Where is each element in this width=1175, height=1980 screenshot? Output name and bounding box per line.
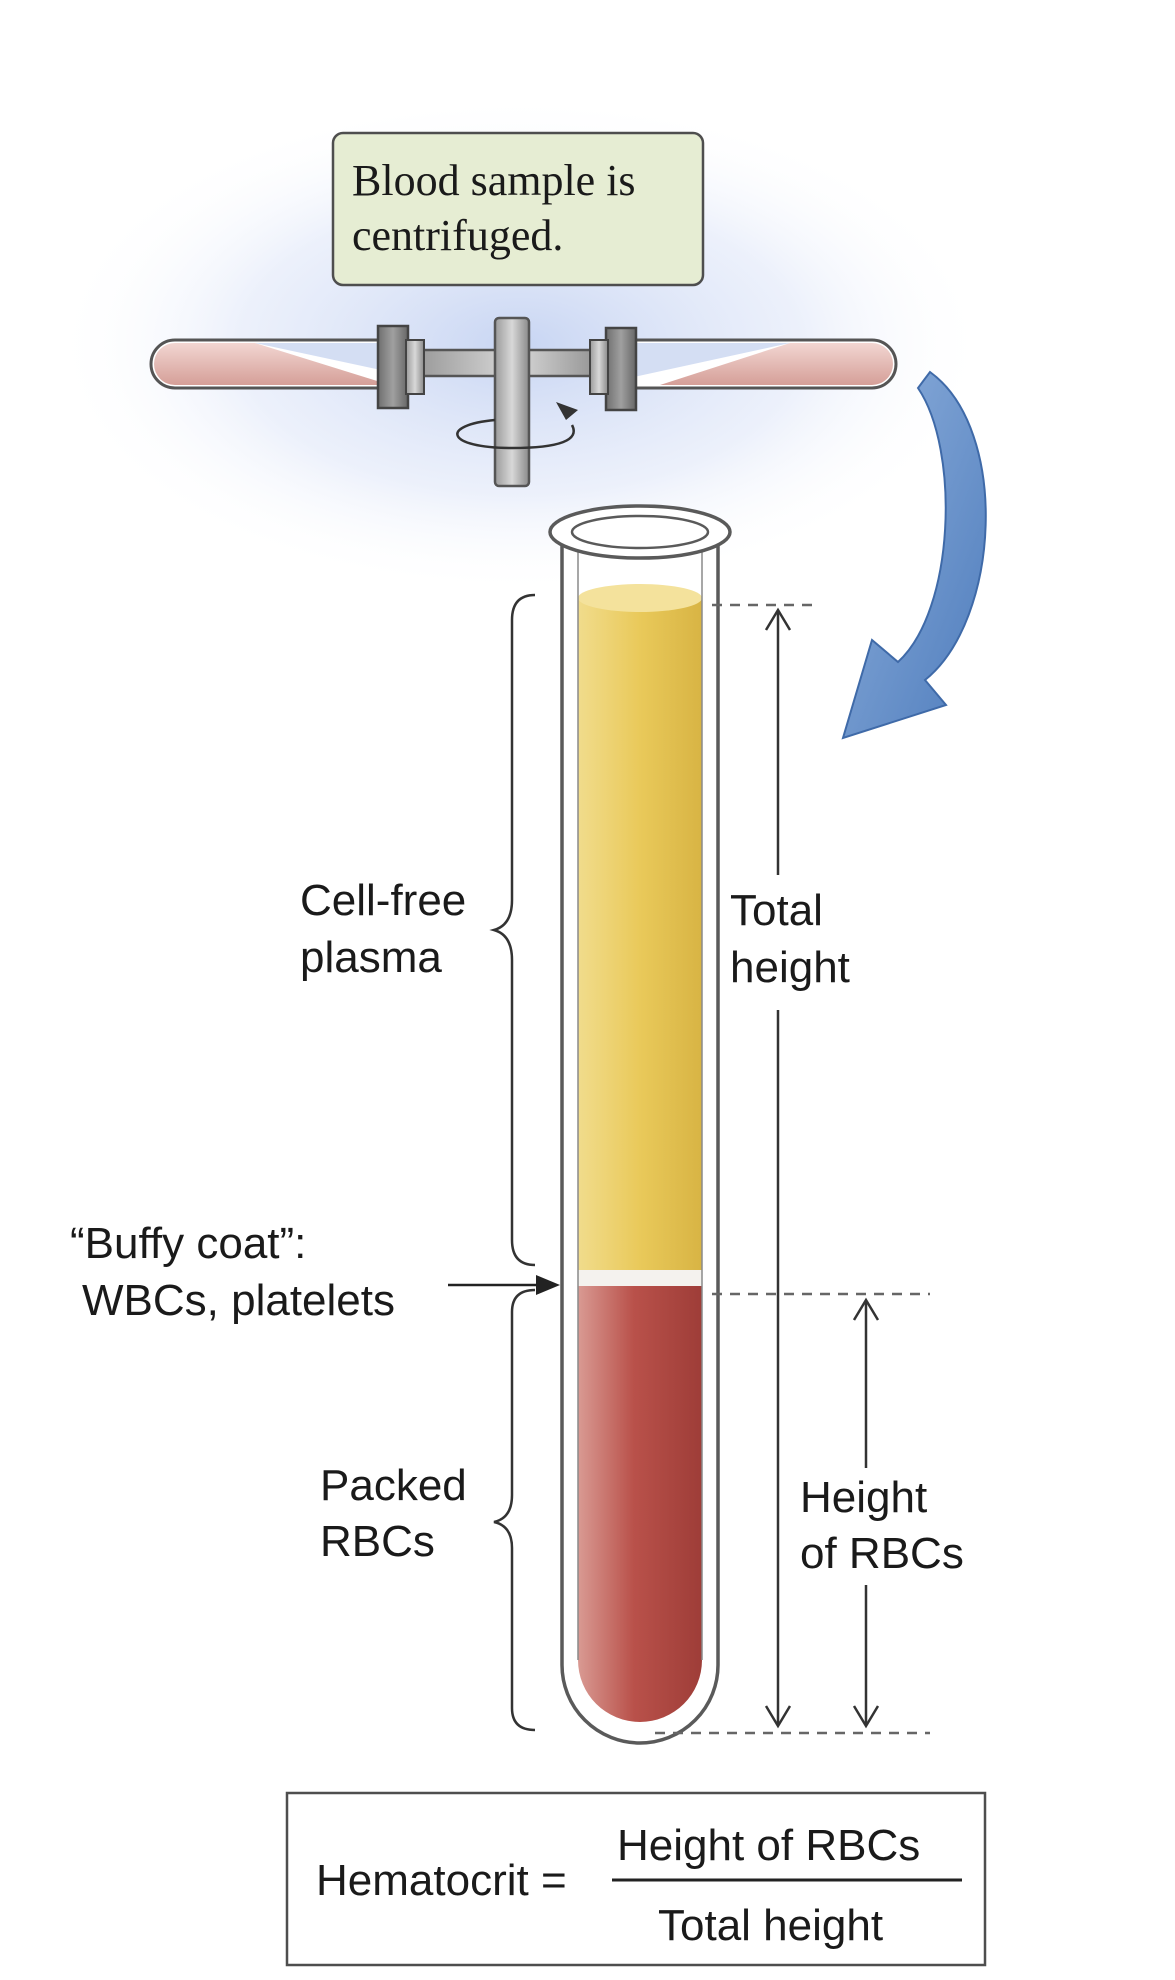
- formula-denominator: Total height: [658, 1901, 883, 1950]
- total-height-label-line-1: Total: [730, 886, 823, 935]
- plasma-label-line-2: plasma: [300, 933, 442, 982]
- total-height-arrow: [764, 607, 792, 1729]
- transfer-arrow-icon: [841, 370, 987, 740]
- formula-numerator: Height of RBCs: [617, 1821, 920, 1870]
- rbc-height-label-line-1: Height: [800, 1473, 927, 1522]
- rbc-brace: [493, 1288, 536, 1732]
- plasma-layer: [578, 589, 702, 1270]
- rbc-label-line-2: RBCs: [320, 1517, 435, 1566]
- rbc-height-label-line-2: of RBCs: [800, 1529, 964, 1578]
- rbc-label-line-1: Packed: [320, 1461, 467, 1510]
- rotation-arrow-icon: [456, 418, 575, 450]
- test-tube: [548, 504, 732, 1745]
- centrifuge: [149, 316, 898, 488]
- caption-box: Blood sample is centrifuged.: [331, 131, 705, 287]
- caption-line-2: centrifuged.: [352, 211, 563, 260]
- reference-lines: [655, 603, 930, 1735]
- caption-line-1: Blood sample is: [352, 156, 636, 205]
- right-centrifuge-tube: [618, 338, 898, 390]
- buffy-coat-label-line-2: WBCs, platelets: [82, 1276, 395, 1325]
- rbc-layer: [578, 1286, 702, 1722]
- total-height-label-line-2: height: [730, 943, 850, 992]
- formula-lhs: Hematocrit =: [316, 1856, 567, 1905]
- plasma-label-line-1: Cell-free: [300, 876, 466, 925]
- plasma-brace: [489, 593, 536, 1267]
- rbc-height-arrow: [852, 1297, 880, 1729]
- left-centrifuge-tube: [149, 338, 392, 390]
- buffy-coat-layer: [578, 1270, 702, 1286]
- buffy-coat-label-line-1: “Buffy coat”:: [70, 1219, 306, 1268]
- formula-box: Hematocrit = Height of RBCs Total height: [285, 1791, 987, 1967]
